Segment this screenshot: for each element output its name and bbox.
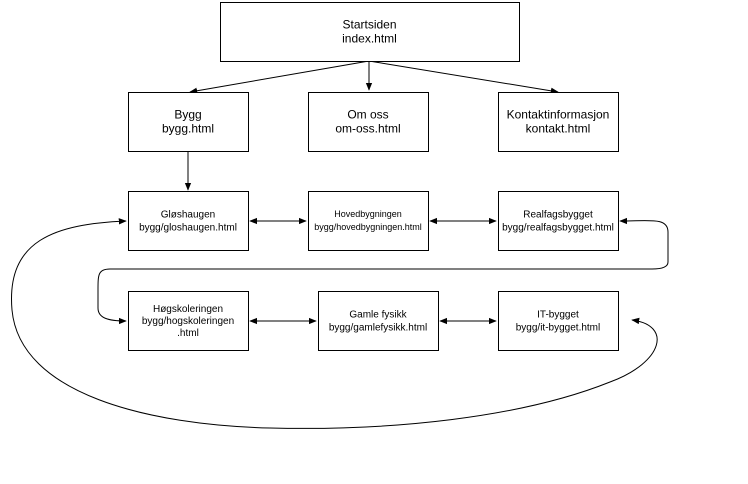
node-gloshaugen: Gløshaugen bygg/gloshaugen.html (128, 191, 249, 251)
node-label-startsiden: Startsiden (342, 18, 396, 32)
node-label-startsiden: index.html (342, 32, 397, 46)
node-label-hovedbygningen: Hovedbygningen (334, 209, 402, 219)
node-label-hogskoleringen: .html (177, 328, 199, 339)
node-it-bygget: IT-bygget bygg/it-bygget.html (498, 291, 619, 351)
node-label-om-oss: om-oss.html (335, 122, 400, 136)
edge-startsiden-to-bygg (189, 60, 370, 94)
node-label-gloshaugen: Gløshaugen (161, 210, 215, 221)
node-hovedbygningen: Hovedbygningen bygg/hovedbygningen.html (308, 191, 429, 251)
node-box-startsiden (220, 2, 520, 62)
node-box-gamle-fysikk (318, 291, 439, 351)
node-box-om-oss (308, 92, 429, 152)
node-box-kontakt (498, 92, 619, 152)
node-box-bygg (128, 92, 249, 152)
node-label-gamle-fysikk: Gamle fysikk (349, 310, 407, 321)
node-label-realfagsbygget: bygg/realfagsbygget.html (502, 223, 614, 234)
edge-startsiden-to-kontakt (368, 60, 559, 94)
node-label-it-bygget: IT-bygget (537, 310, 579, 321)
node-label-kontakt: kontakt.html (526, 122, 591, 136)
node-realfagsbygget: Realfagsbygget bygg/realfagsbygget.html (498, 191, 619, 251)
node-label-bygg: Bygg (174, 108, 201, 122)
node-label-hovedbygningen: bygg/hovedbygningen.html (314, 222, 422, 232)
node-label-kontakt: Kontaktinformasjon (507, 108, 610, 122)
node-label-it-bygget: bygg/it-bygget.html (516, 323, 601, 334)
edge-it-bygget-to-gloshaugen (11, 218, 658, 429)
node-box-it-bygget (498, 291, 619, 351)
node-label-gloshaugen: bygg/gloshaugen.html (139, 223, 237, 234)
node-box-gloshaugen (128, 191, 249, 251)
node-label-hogskoleringen: Høgskoleringen (153, 304, 223, 315)
node-box-hogskoleringen (128, 291, 249, 351)
node-label-bygg: bygg.html (162, 122, 214, 136)
node-box-hovedbygningen (308, 191, 429, 251)
node-box-realfagsbygget (498, 191, 619, 251)
node-label-gamle-fysikk: bygg/gamlefysikk.html (329, 323, 427, 334)
edges (11, 60, 669, 429)
node-gamle-fysikk: Gamle fysikk bygg/gamlefysikk.html (318, 291, 439, 351)
node-label-realfagsbygget: Realfagsbygget (523, 210, 593, 221)
node-label-hogskoleringen: bygg/hogskoleringen (142, 316, 234, 327)
node-label-om-oss: Om oss (347, 108, 388, 122)
